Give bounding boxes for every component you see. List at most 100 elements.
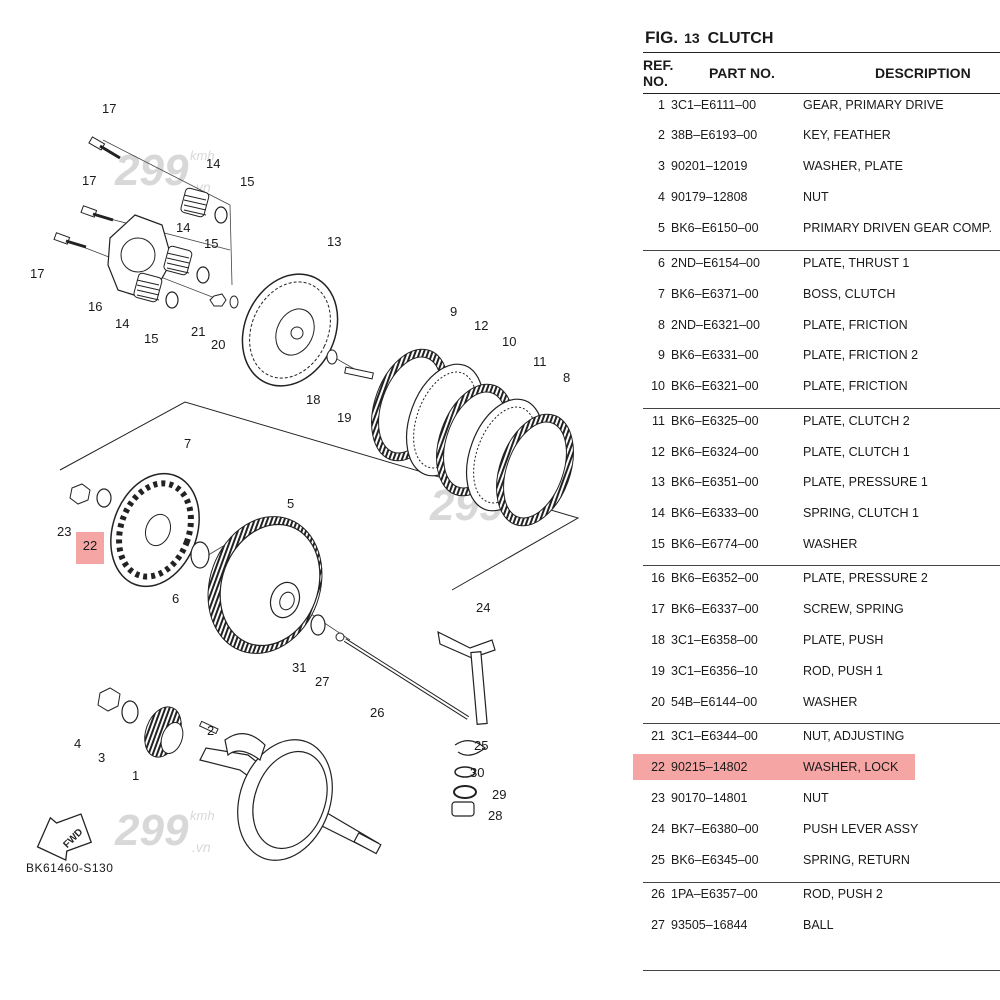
description-cell: PLATE, THRUST 1	[803, 256, 910, 270]
callout-number: 2	[207, 723, 214, 738]
o-ring-part	[310, 614, 326, 636]
callout-number: 14	[206, 156, 220, 171]
feather-key-part	[198, 720, 219, 735]
part-number-cell: BK6–E6345–00	[671, 853, 759, 867]
highlight-callout-22: 22	[76, 532, 104, 564]
callout-number: 12	[474, 318, 488, 333]
crankshaft-illustration	[199, 733, 382, 861]
description-cell: WASHER	[803, 695, 858, 709]
part-number-cell: 3C1–E6356–10	[671, 664, 758, 678]
ref-cell: 17	[651, 602, 665, 616]
part-number-cell: BK6–E6333–00	[671, 506, 759, 520]
callout-number: 14	[115, 316, 129, 331]
ref-cell: 10	[651, 379, 665, 393]
callout-number: 10	[502, 334, 516, 349]
circlip-part	[454, 766, 476, 778]
description-cell: PLATE, FRICTION	[803, 379, 908, 393]
callout-number: 15	[144, 331, 158, 346]
group-divider	[643, 250, 1000, 251]
ref-cell: 6	[658, 256, 665, 270]
table-row: 19 3C1–E6356–10 ROD, PUSH 1	[643, 664, 1000, 684]
callout-number: 27	[315, 674, 329, 689]
push-lever-part	[437, 630, 496, 725]
part-number-cell: BK6–E6150–00	[671, 221, 759, 235]
group-divider	[643, 723, 1000, 724]
ball-part	[335, 632, 345, 642]
nut-part	[69, 483, 91, 505]
ref-cell: 26	[651, 887, 665, 901]
callout-number: 7	[184, 436, 191, 451]
ref-cell: 9	[658, 348, 665, 362]
clutch-spring-part	[133, 187, 210, 303]
ref-cell: 1	[658, 98, 665, 112]
description-cell: BALL	[803, 918, 834, 932]
ref-cell: 7	[658, 287, 665, 301]
ref-cell: 19	[651, 664, 665, 678]
assembly-outline	[59, 401, 580, 591]
ref-cell: 23	[651, 791, 665, 805]
ref-cell: 11	[652, 414, 665, 428]
column-header-part: PART NO.	[709, 65, 775, 81]
callout-number: 23	[57, 524, 71, 539]
callout-number: 6	[172, 591, 179, 606]
ref-cell: 20	[651, 695, 665, 709]
description-cell: SPRING, RETURN	[803, 853, 910, 867]
watermark-domain: .vn	[192, 839, 211, 855]
callout-number: 4	[74, 736, 81, 751]
diagram-code: BK61460-S130	[26, 861, 114, 875]
watermark-sub: kmh	[190, 148, 215, 163]
part-number-cell: 90170–14801	[671, 791, 748, 805]
description-cell: PLATE, FRICTION	[803, 318, 908, 332]
group-divider	[643, 408, 1000, 409]
callout-number: 17	[102, 101, 116, 116]
callout-number: 29	[492, 787, 506, 802]
figure-label: FIG.	[645, 28, 679, 47]
fwd-arrow-icon: FWD	[36, 813, 93, 862]
column-header-ref: REF.NO.	[643, 57, 674, 89]
ref-cell: 4	[658, 190, 665, 204]
part-number-cell: 2ND–E6321–00	[671, 318, 760, 332]
ref-cell: 8	[658, 318, 665, 332]
callout-labels: 1234567891011121314141415151516171717181…	[30, 101, 570, 823]
part-number-cell: BK6–E6324–00	[671, 445, 759, 459]
part-number-cell: 90179–12808	[671, 190, 748, 204]
group-divider	[643, 565, 1000, 566]
callout-number: 9	[450, 304, 457, 319]
primary-nut-part	[97, 687, 121, 712]
callout-number: 19	[337, 410, 351, 425]
part-number-cell: BK6–E6371–00	[671, 287, 759, 301]
callout-number: 16	[88, 299, 102, 314]
description-cell: PLATE, CLUTCH 2	[803, 414, 910, 428]
description-cell: ROD, PUSH 1	[803, 664, 883, 678]
callout-number: 31	[292, 660, 306, 675]
callout-number: 28	[488, 808, 502, 823]
description-cell: NUT	[803, 190, 829, 204]
primary-drive-gear-part	[144, 706, 184, 758]
ref-cell: 14	[651, 506, 665, 520]
washer-part	[165, 206, 228, 309]
row-highlight	[633, 754, 915, 780]
exploded-parts-diagram: 299 kmh .vn 299 kmh 299 kmh .vn	[30, 101, 580, 862]
part-number-cell: 54B–E6144–00	[671, 695, 758, 709]
callout-number: 15	[204, 236, 218, 251]
lock-washer-part	[96, 488, 112, 508]
group-divider	[643, 882, 1000, 883]
part-number-cell: 1PA–E6357–00	[671, 887, 758, 901]
ref-cell: 15	[651, 537, 665, 551]
description-cell: GEAR, PRIMARY DRIVE	[803, 98, 944, 112]
plate-washer-part	[121, 700, 139, 724]
